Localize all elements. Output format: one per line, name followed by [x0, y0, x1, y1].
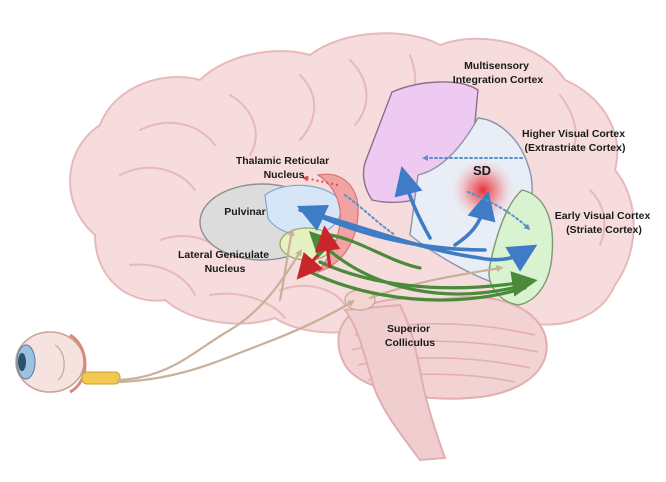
label-superior-colliculus: Superior Colliculus — [385, 323, 435, 349]
label-sd: SD — [473, 163, 491, 178]
optic-pathways — [116, 228, 504, 384]
label-early-visual-cortex: Early Visual Cortex (Striate Cortex) — [555, 210, 653, 236]
brain-folds — [119, 54, 606, 319]
red-pathways — [296, 175, 341, 280]
blue-pathways — [296, 166, 538, 272]
sd-hotspot — [451, 158, 515, 222]
label-pulvinar: Pulvinar — [224, 206, 265, 218]
dotted-blue-pathways — [344, 155, 531, 236]
label-higher-visual-cortex: Higher Visual Cortex (Extrastriate Corte… — [522, 128, 628, 154]
label-thalamic-reticular-nucleus: Thalamic Reticular Nucleus — [236, 155, 332, 181]
label-lateral-geniculate-nucleus: Lateral Geniculate Nucleus — [178, 249, 272, 275]
label-multisensory: Multisensory Integration Cortex — [453, 60, 544, 86]
eye-illustration — [15, 331, 121, 394]
brainstem-shape — [343, 303, 447, 462]
